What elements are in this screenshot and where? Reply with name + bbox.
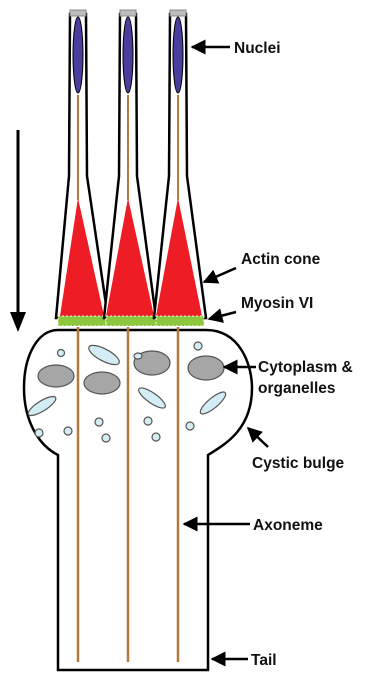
vesicle-5	[102, 434, 110, 442]
spermatid-right	[154, 10, 206, 326]
label-cytoplasm-2: organelles	[258, 380, 336, 397]
label-cystic-bulge: Cystic bulge	[252, 455, 345, 472]
down-arrow-icon	[10, 130, 26, 332]
vesicle-1	[58, 350, 65, 357]
label-axoneme: Axoneme	[253, 517, 323, 534]
organelle-blue-5	[134, 353, 142, 359]
nucleus-middle	[123, 17, 133, 93]
vesicle-6	[144, 417, 152, 425]
vesicle-3	[64, 427, 72, 435]
vesicle-8	[186, 422, 194, 430]
spermatid-left	[56, 10, 108, 326]
label-cytoplasm-1: Cytoplasm &	[258, 359, 353, 376]
vesicle-4	[95, 418, 103, 426]
organelle-gray-2	[84, 372, 120, 394]
pointer-myosin	[209, 312, 236, 319]
vesicle-7	[152, 433, 160, 441]
myosin-band-right	[156, 316, 204, 326]
myosin-band-left	[58, 316, 106, 326]
organelle-gray-4	[188, 356, 224, 380]
label-myosin-vi: Myosin VI	[241, 295, 313, 312]
axoneme-heads	[78, 95, 178, 200]
label-tail: Tail	[251, 652, 277, 669]
spermatid-middle	[104, 10, 156, 326]
vesicle-2	[35, 429, 43, 437]
nucleus-right	[173, 17, 183, 93]
vesicle-9	[194, 342, 202, 350]
pointer-actin-cone	[204, 268, 236, 282]
nucleus-left	[73, 17, 83, 93]
organelle-gray-1	[38, 365, 74, 387]
label-nuclei: Nuclei	[234, 40, 281, 57]
label-actin-cone: Actin cone	[241, 251, 321, 268]
myosin-band-middle	[106, 316, 156, 326]
pointer-cystic-bulge	[248, 428, 268, 447]
